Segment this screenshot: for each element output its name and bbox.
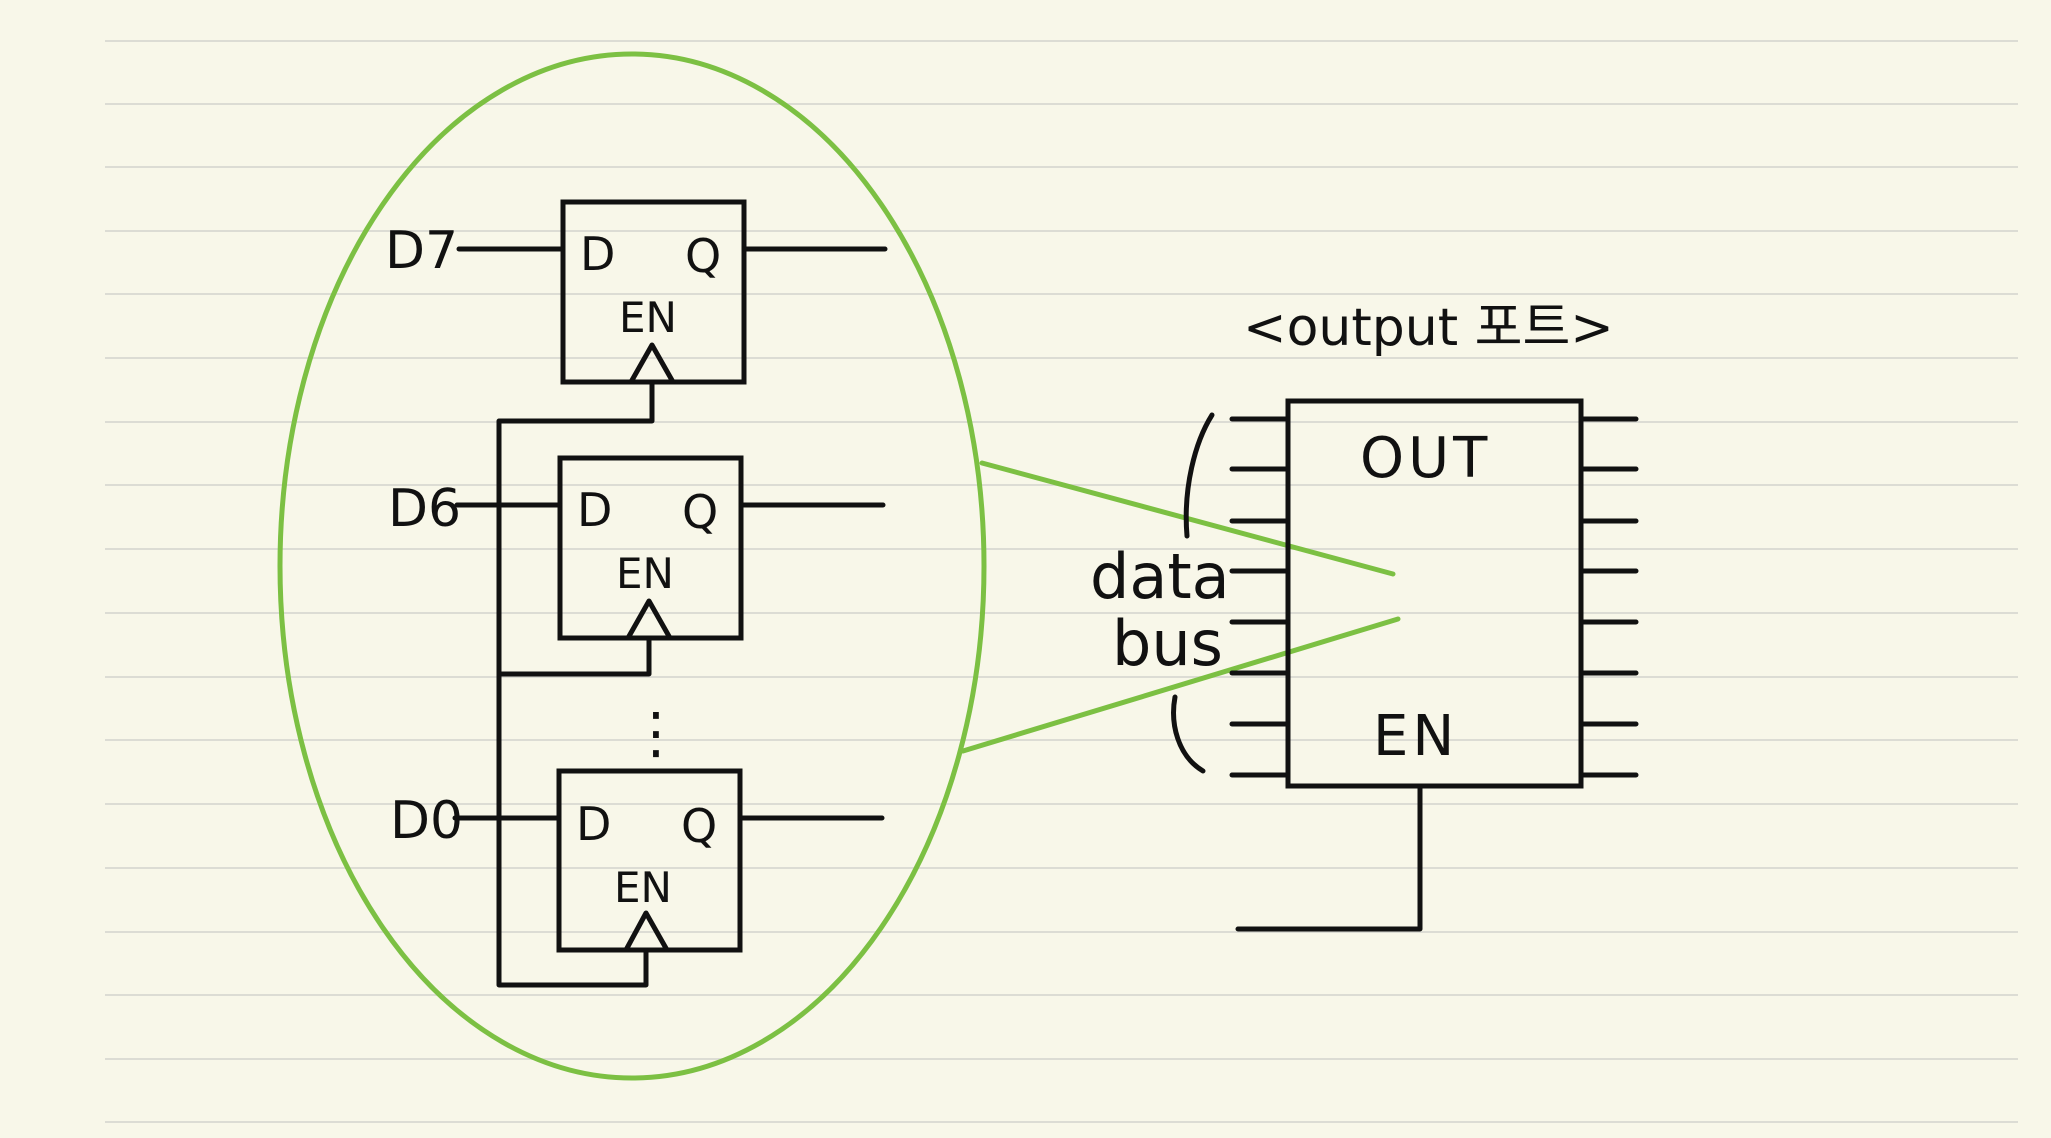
- d-pin-label: D: [576, 797, 611, 851]
- d-pin-label: D: [580, 227, 615, 281]
- data-bus-bracket-top: [1183, 412, 1215, 539]
- enable-pin-label: EN: [614, 863, 672, 912]
- enable-triangle: [625, 598, 673, 641]
- block-enable-wire: [1235, 783, 1423, 932]
- q-pin-label: Q: [681, 799, 717, 853]
- flipflop-box: [556, 768, 743, 953]
- input-label-d7: D7: [385, 221, 458, 281]
- data-bus-bracket-bottom: [1171, 694, 1206, 774]
- q-pin-label: Q: [685, 229, 721, 283]
- zoom-ellipse: [277, 51, 987, 1081]
- output-port-block: OUT EN: [1229, 398, 1639, 932]
- output-block-box: [1285, 398, 1584, 789]
- ruled-lines: [105, 40, 2018, 1123]
- data-bus-label-line2: bus: [1112, 607, 1223, 680]
- enable-triangle: [628, 342, 676, 385]
- diagram-title: <output 포트>: [1243, 298, 1614, 358]
- input-label-d0: D0: [390, 791, 463, 851]
- out-label: OUT: [1360, 426, 1491, 491]
- d-pin-label: D: [577, 483, 612, 537]
- enable-branch-wire: [496, 635, 652, 677]
- flipflop-d0: D0 D Q EN: [390, 768, 885, 953]
- data-bus-label-line1: data: [1090, 540, 1230, 613]
- enable-triangle: [623, 910, 670, 953]
- block-en-label: EN: [1373, 704, 1458, 769]
- q-pin-label: Q: [682, 485, 718, 539]
- zoom-line-bottom: [960, 616, 1401, 754]
- enable-pin-label: EN: [616, 549, 674, 598]
- enable-pin-label: EN: [619, 293, 677, 342]
- enable-bus-wire: [496, 379, 655, 988]
- flipflop-d6: D6 D Q EN: [388, 455, 886, 641]
- input-label-d6: D6: [388, 479, 461, 539]
- ellipsis-dots: ⋮: [628, 701, 688, 766]
- flipflop-d7: D7 D Q EN: [385, 199, 888, 385]
